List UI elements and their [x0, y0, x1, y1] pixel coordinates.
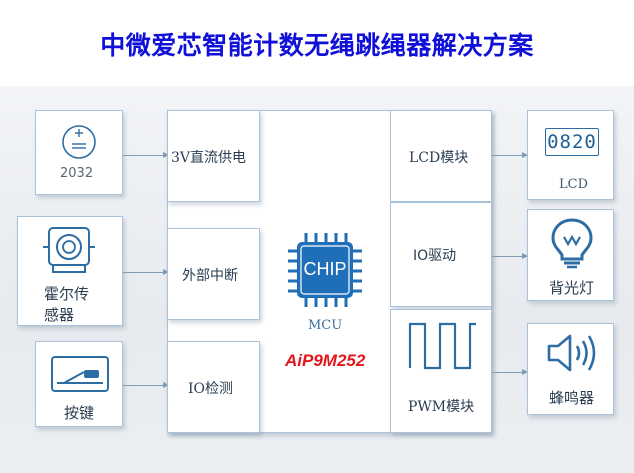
lcd-module: LCD模块 — [390, 110, 492, 202]
hall-sensor-icon — [43, 227, 95, 273]
hall-sensor-label-line2: 感器 — [44, 306, 75, 324]
speaker-icon — [547, 334, 596, 372]
light-bulb-icon — [551, 218, 593, 269]
buzzer-label: 蜂鸣器 — [549, 389, 595, 407]
arrow-hall — [123, 269, 169, 275]
button-label: 按键 — [64, 404, 95, 422]
lcd-display: 0820 — [545, 128, 599, 156]
pwm-module: PWM模块 — [390, 309, 492, 433]
io-drive-module: IO驱动 — [390, 202, 492, 307]
arrow-backlight — [492, 253, 528, 259]
battery-label: 2032 — [60, 166, 94, 181]
mcu-caption: MCU — [308, 318, 343, 333]
push-button-icon — [51, 356, 109, 392]
arrow-button — [123, 382, 169, 388]
backlight-box: 背光灯 — [527, 209, 614, 301]
backlight-label: 背光灯 — [549, 279, 595, 297]
pwm-waveform-icon — [408, 322, 476, 370]
arrow-lcd — [492, 152, 528, 158]
pwm-module-label: PWM模块 — [408, 399, 475, 415]
battery-box: 2032 — [35, 110, 123, 195]
io-drive-module-label: IO驱动 — [413, 248, 457, 264]
io-detect-module-label: IO检测 — [188, 381, 234, 397]
chip-icon — [288, 233, 362, 307]
lcd-module-label: LCD模块 — [409, 150, 469, 166]
mcu-model: AiP9M252 — [285, 351, 366, 370]
buzzer-box: 蜂鸣器 — [527, 323, 614, 415]
lcd-box: 0820 LCD — [527, 110, 614, 200]
io-detect-module: IO检测 — [167, 341, 260, 433]
chip-label: CHIP — [303, 259, 347, 279]
arrow-buzzer — [492, 369, 528, 375]
interrupt-module: 外部中断 — [167, 228, 260, 320]
hall-sensor-box: 霍尔传 感器 — [17, 216, 123, 326]
interrupt-module-label: 外部中断 — [182, 268, 238, 284]
hall-sensor-label-line1: 霍尔传 — [44, 285, 90, 303]
power-module: 3V直流供电 — [167, 110, 260, 202]
power-module-label: 3V直流供电 — [171, 150, 247, 166]
battery-icon — [62, 125, 96, 159]
lcd-label: LCD — [559, 177, 589, 192]
arrow-battery — [123, 152, 169, 158]
title-bar: 中微爱芯智能计数无绳跳绳器解决方案 — [0, 0, 634, 86]
page-title: 中微爱芯智能计数无绳跳绳器解决方案 — [100, 31, 534, 60]
button-box: 按键 — [35, 341, 123, 427]
lcd-digits: 0820 — [547, 131, 597, 153]
